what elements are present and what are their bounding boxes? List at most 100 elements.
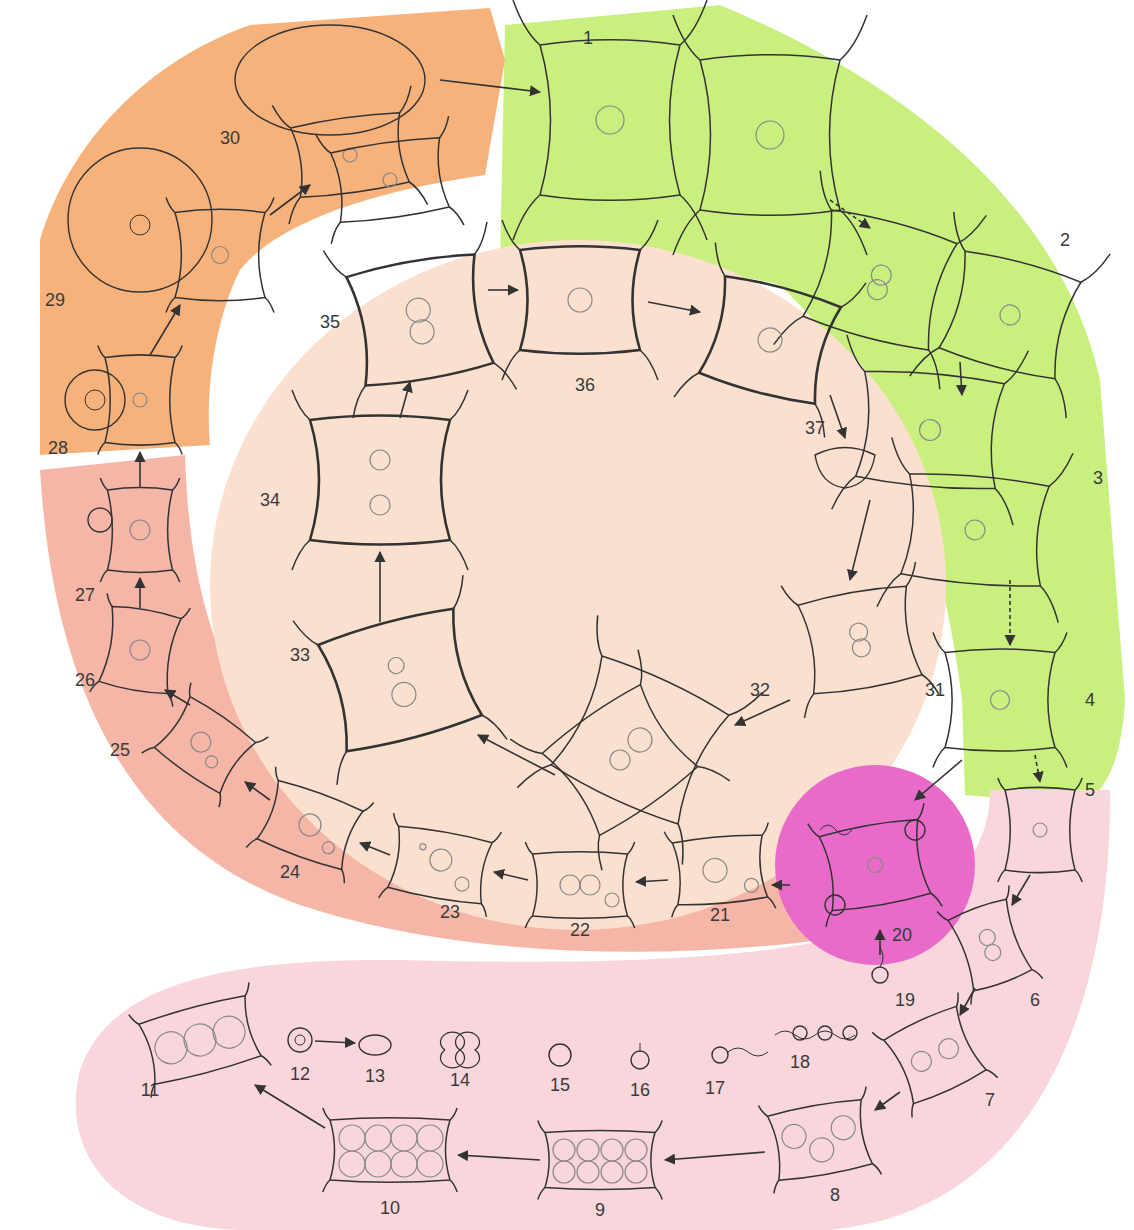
cell-horn [469,222,492,255]
diatom-cell [379,813,502,917]
cell-horn [1081,248,1110,287]
stage-arrow [379,552,381,622]
nucleus [389,680,418,709]
nucleus [865,277,889,301]
cell-horn [329,751,354,785]
nucleus [370,450,390,470]
diatom-cell [502,220,658,380]
spore-outline [712,1047,728,1063]
cell-horn [450,1108,457,1120]
nucleus [756,121,784,149]
stage-arrow [478,735,555,775]
nucleus [365,1125,391,1151]
cell-horn [1055,748,1067,768]
nucleus [130,520,150,540]
diatom-cell [781,562,939,718]
stage-arrow [139,452,141,488]
nucleus [780,1123,808,1151]
empty-valve [815,448,875,489]
diatom-cell [872,992,997,1117]
stage-number: 2 [1060,231,1070,249]
cell-horn [628,842,635,854]
stage-number: 24 [280,863,300,881]
diatom-cell [292,390,468,570]
cell-horn [1049,451,1073,488]
cell-horn [100,570,107,582]
frustule-outline [105,355,175,445]
nucleus [964,519,986,541]
stage-number: 11 [141,1081,160,1099]
stage-arrow [270,185,310,215]
frustule-outline [98,604,181,696]
stage-number: 5 [1085,781,1095,799]
stage-number: 13 [365,1067,385,1085]
cell-horn [525,842,532,854]
cell-horn [910,342,939,381]
nucleus [203,753,220,770]
cell-horn [363,800,374,814]
diatom-cell [246,767,374,884]
stage-arrow [1012,875,1030,905]
nucleus [365,1151,391,1177]
cell-horn [801,694,818,718]
stage-arrows [140,80,1040,1160]
cell-horn [628,916,635,928]
cell-horn [513,195,540,240]
cell-horn [261,1054,271,1067]
nucleus [568,288,592,312]
cell-horn [213,793,226,807]
nucleus [428,847,453,872]
cell-horn [919,350,948,389]
cell-horn [492,831,501,844]
cell-horn [265,198,274,213]
stage-number: 26 [75,671,95,689]
cell-horn [293,616,318,650]
cell-horn [1002,885,1013,899]
frustule-outline [549,652,730,828]
cell-horn [446,575,471,609]
diatom-cell [933,633,1067,768]
frustule-outline [797,583,922,697]
nucleus [370,495,390,515]
diatom-cell [272,86,427,224]
cell-horn [409,180,427,207]
cell-horn [986,1067,998,1081]
nucleus [454,876,470,892]
auxospore [235,25,425,135]
cell-horn [166,298,175,313]
cell-horn [1004,349,1028,386]
cell-horn [323,1108,330,1120]
cell-horn [840,15,867,60]
stage-arrow [960,362,962,395]
nucleus [991,691,1010,710]
nucleus [908,1048,935,1075]
nucleus [866,856,883,873]
diatom-cell [90,593,190,706]
stage-number: 37 [805,419,825,437]
stage-number: 18 [790,1053,810,1071]
cell-horn [246,836,257,850]
stage-number: 20 [892,926,912,944]
frustule-outline [346,250,495,389]
stage-number: 6 [1030,991,1040,1009]
frustule-outline [387,824,492,906]
nucleus [935,1035,962,1062]
nucleus [606,746,634,774]
spore-outline [825,895,845,915]
stage-arrow [165,690,190,705]
stage-arrow [150,305,180,355]
diatom-cell [293,575,507,785]
stage-number: 3 [1093,469,1103,487]
spore-outline [130,215,150,235]
cell-horn [379,886,388,899]
flagellum [728,1048,768,1056]
spore-outline [65,370,125,430]
diatom-cell [758,1087,881,1194]
stage-number: 10 [380,1199,400,1217]
cell-horn [585,835,617,870]
frustule-outline [317,605,483,755]
stage-number: 33 [290,646,310,664]
cell-horn [100,478,107,490]
cell-horn [808,822,819,838]
cell-horn [1055,633,1067,653]
